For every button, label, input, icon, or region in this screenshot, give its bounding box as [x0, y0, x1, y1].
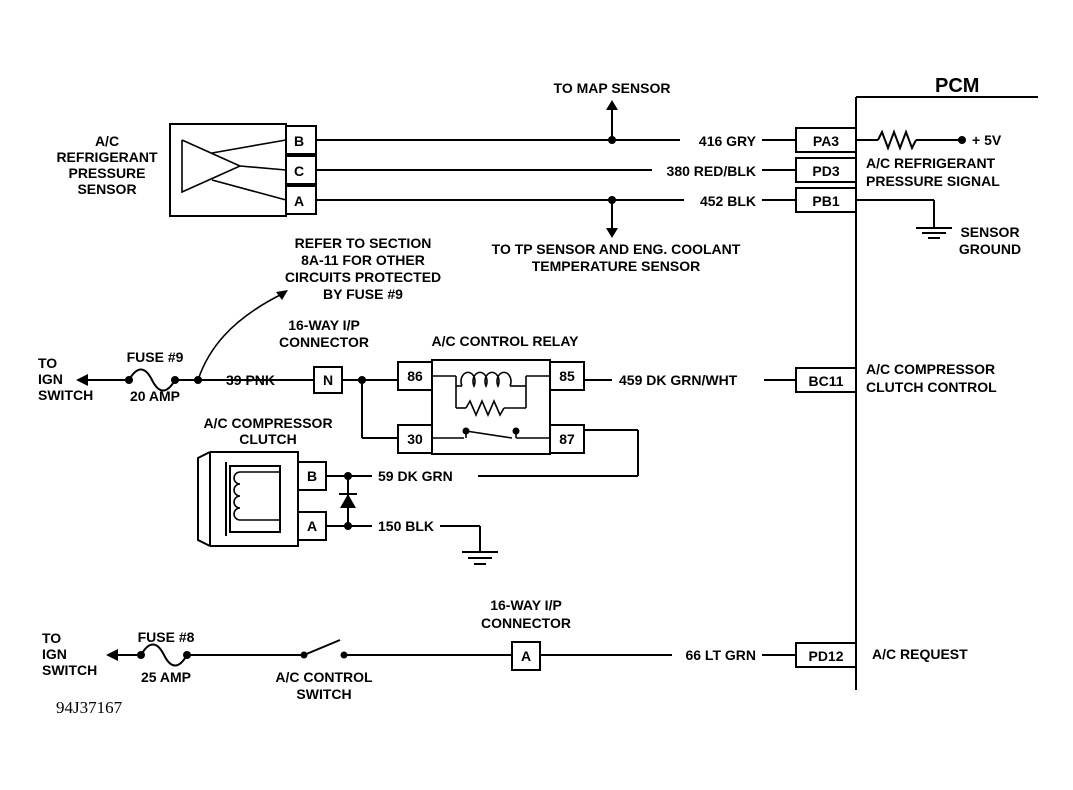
ac-request-label: A/C REQUEST — [872, 646, 968, 662]
comp-clutch-control-label-1: A/C COMPRESSOR — [866, 361, 995, 377]
refrig-signal-label-1: A/C REFRIGERANT — [866, 155, 996, 171]
pin-pa3: PA3 — [813, 133, 839, 149]
branch-to-tp-label-1: TO TP SENSOR AND ENG. COOLANT — [492, 241, 741, 257]
pin-bc11: BC11 — [808, 373, 843, 389]
sensor-label-line3: PRESSURE — [68, 165, 145, 181]
wire-39-label: 39 PNK — [226, 372, 275, 388]
figure-code: 94J37167 — [56, 698, 123, 717]
relay-pin-86: 86 — [407, 368, 423, 384]
wire-59-label: 59 DK GRN — [378, 468, 453, 484]
clutch-pin-b: B — [307, 468, 317, 484]
pin-pd12: PD12 — [808, 648, 843, 664]
control-switch-label-2: SWITCH — [296, 686, 351, 702]
pin-pb1: PB1 — [812, 193, 839, 209]
wire-452-label: 452 BLK — [700, 193, 756, 209]
sensor-wires: 416 GRY 380 RED/BLK 452 BLK TO MAP SENSO… — [316, 80, 796, 274]
ign-switch-1-line2: IGN — [38, 371, 63, 387]
relay-pin-30: 30 — [407, 431, 423, 447]
fuse-8-rating: 25 AMP — [141, 669, 191, 685]
ac-compressor-clutch: A/C COMPRESSOR CLUTCH B A — [197, 415, 372, 547]
ign-switch-2-line2: IGN — [42, 646, 67, 662]
sensor-pin-c: C — [294, 163, 304, 179]
ac-refrigerant-pressure-sensor: B C A A/C REFRIGERANT PRESSURE SENSOR — [56, 123, 317, 217]
wire-380-label: 380 RED/BLK — [667, 163, 756, 179]
branch-to-map-label: TO MAP SENSOR — [554, 80, 671, 96]
connector-pin-a: A — [521, 648, 531, 664]
connector-top-label-2: CONNECTOR — [279, 334, 369, 350]
relay-pin-85: 85 — [559, 368, 575, 384]
refrig-signal-label-2: PRESSURE SIGNAL — [866, 173, 1000, 189]
sensor-label-line4: SENSOR — [77, 181, 136, 197]
ac-control-relay: A/C CONTROL RELAY 86 85 30 87 — [397, 333, 585, 455]
clutch-label-2: CLUTCH — [239, 431, 297, 447]
sensor-pin-a: A — [294, 193, 304, 209]
plus-5v-label: + 5V — [972, 132, 1002, 148]
connector-bottom-label-2: CONNECTOR — [481, 615, 571, 631]
pin-pd3: PD3 — [812, 163, 839, 179]
connector-bottom-label-1: 16-WAY I/P — [490, 597, 562, 613]
ign-switch-1-line3: SWITCH — [38, 387, 93, 403]
fuse-9-circuit: TO IGN SWITCH FUSE #9 20 AMP 39 PNK REFE… — [38, 235, 441, 404]
fuse-8-circuit: TO IGN SWITCH FUSE #8 25 AMP A/C CONTROL… — [42, 597, 968, 702]
fuse-9-rating: 20 AMP — [130, 388, 180, 404]
control-switch-label-1: A/C CONTROL — [275, 669, 373, 685]
clutch-pin-a: A — [307, 518, 317, 534]
sensor-ground-label-2: GROUND — [959, 241, 1021, 257]
pcm-title: PCM — [935, 75, 979, 97]
sensor-label-line2: REFRIGERANT — [56, 149, 158, 165]
wire-150-label: 150 BLK — [378, 518, 434, 534]
connector-pin-n: N — [323, 372, 333, 388]
ign-switch-2-line3: SWITCH — [42, 662, 97, 678]
fuse-9-note-1: REFER TO SECTION — [295, 235, 432, 251]
sensor-label-line1: A/C — [95, 133, 119, 149]
wire-150-circuit: 150 BLK — [378, 518, 498, 565]
wire-416-label: 416 GRY — [699, 133, 757, 149]
ign-switch-1-line1: TO — [38, 355, 57, 371]
fuse-9-note-4: BY FUSE #9 — [323, 286, 403, 302]
sensor-pin-b: B — [294, 133, 304, 149]
wire-459-label: 459 DK GRN/WHT — [619, 372, 738, 388]
pcm-pins-top: PA3 PD3 PB1 — [795, 127, 857, 213]
sensor-ground-label-1: SENSOR — [960, 224, 1019, 240]
connector-n: 16-WAY I/P CONNECTOR N — [279, 317, 398, 439]
wire-459-circuit: 459 DK GRN/WHT BC11 A/C COMPRESSOR CLUTC… — [584, 361, 997, 395]
clutch-label-1: A/C COMPRESSOR — [203, 415, 332, 431]
fuse-9-note-3: CIRCUITS PROTECTED — [285, 269, 441, 285]
fuse-9-name: FUSE #9 — [127, 349, 184, 365]
relay-pin-87: 87 — [559, 431, 575, 447]
branch-to-tp-label-2: TEMPERATURE SENSOR — [532, 258, 701, 274]
fuse-8-name: FUSE #8 — [138, 629, 195, 645]
pcm-sensor-ground: SENSOR GROUND — [856, 199, 1021, 257]
wire-66-label: 66 LT GRN — [685, 647, 756, 663]
ign-switch-2-line1: TO — [42, 630, 61, 646]
relay-title: A/C CONTROL RELAY — [431, 333, 579, 349]
connector-top-label-1: 16-WAY I/P — [288, 317, 360, 333]
pcm-5v-reference: + 5V A/C REFRIGERANT PRESSURE SIGNAL — [856, 129, 1002, 189]
comp-clutch-control-label-2: CLUTCH CONTROL — [866, 379, 997, 395]
fuse-9-note-2: 8A-11 FOR OTHER — [301, 252, 425, 268]
